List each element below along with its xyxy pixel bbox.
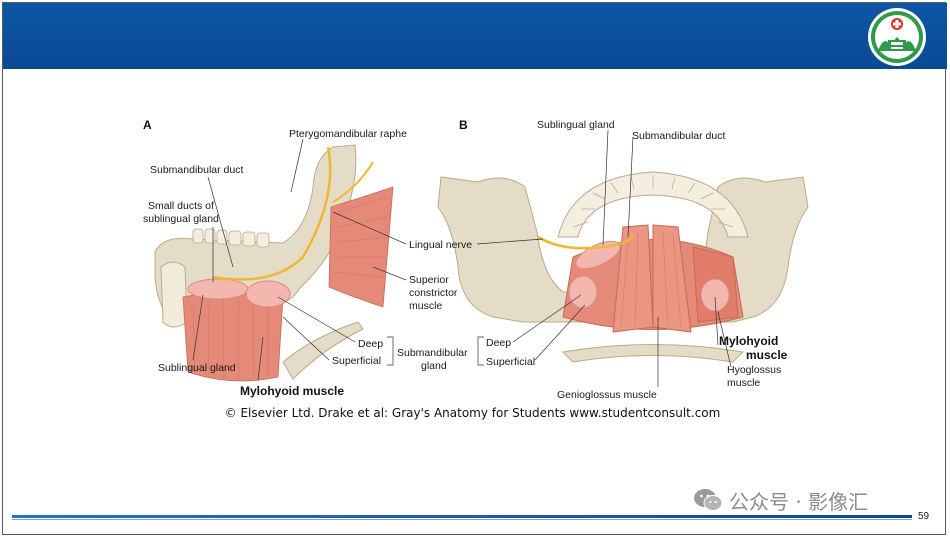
anatomy-figure: A B Pterygomandibular raphe Submandibula… [133, 117, 812, 424]
label-superior-constrictor-3: muscle [409, 300, 442, 312]
footer-divider [12, 515, 912, 518]
label-superior-constrictor-1: Superior [409, 274, 449, 286]
label-pterygomandibular-raphe: Pterygomandibular raphe [289, 128, 407, 140]
label-submandibular-duct-b: Submandibular duct [632, 130, 725, 142]
wechat-watermark: 公众号 · 影像汇 [693, 486, 868, 514]
panel-b-letter: B [459, 118, 468, 132]
header-bar [3, 3, 947, 69]
footer-divider-thin [12, 519, 912, 520]
label-hyoglossus-1: Hyoglossus [727, 364, 781, 376]
watermark-text: 公众号 · 影像汇 [729, 489, 869, 514]
anatomy-illustration: A B Pterygomandibular raphe Submandibula… [143, 118, 809, 401]
label-lingual-nerve: Lingual nerve [409, 239, 472, 251]
label-genioglossus-muscle: Genioglossus muscle [557, 389, 657, 401]
label-superficial-a: Superficial [332, 355, 381, 367]
label-sublingual-gland-b: Sublingual gland [537, 119, 615, 131]
label-mylohyoid-muscle-a: Mylohyoid muscle [240, 384, 344, 398]
label-superior-constrictor-2: constrictor [409, 287, 458, 299]
label-mylohyoid-b-2: muscle [746, 348, 788, 362]
label-submandibular-gland-2: gland [421, 360, 447, 372]
label-small-ducts-1: Small ducts of [148, 200, 214, 212]
figure-copyright: © Elsevier Ltd. Drake et al: Gray's Anat… [224, 406, 721, 420]
label-hyoglossus-2: muscle [727, 377, 760, 389]
panel-a-letter: A [143, 118, 152, 132]
label-deep-b: Deep [486, 337, 511, 349]
label-deep-a: Deep [358, 338, 383, 350]
label-sublingual-gland-a: Sublingual gland [158, 362, 236, 374]
label-superficial-b: Superficial [486, 356, 535, 368]
label-submandibular-duct-a: Submandibular duct [150, 164, 243, 176]
label-submandibular-gland-1: Submandibular [397, 347, 468, 359]
wechat-icon [694, 489, 723, 511]
hospital-logo-icon [868, 8, 926, 66]
label-small-ducts-2: sublingual gland [143, 213, 219, 225]
label-mylohyoid-b-1: Mylohyoid [719, 334, 778, 348]
page-number: 59 [918, 511, 930, 522]
